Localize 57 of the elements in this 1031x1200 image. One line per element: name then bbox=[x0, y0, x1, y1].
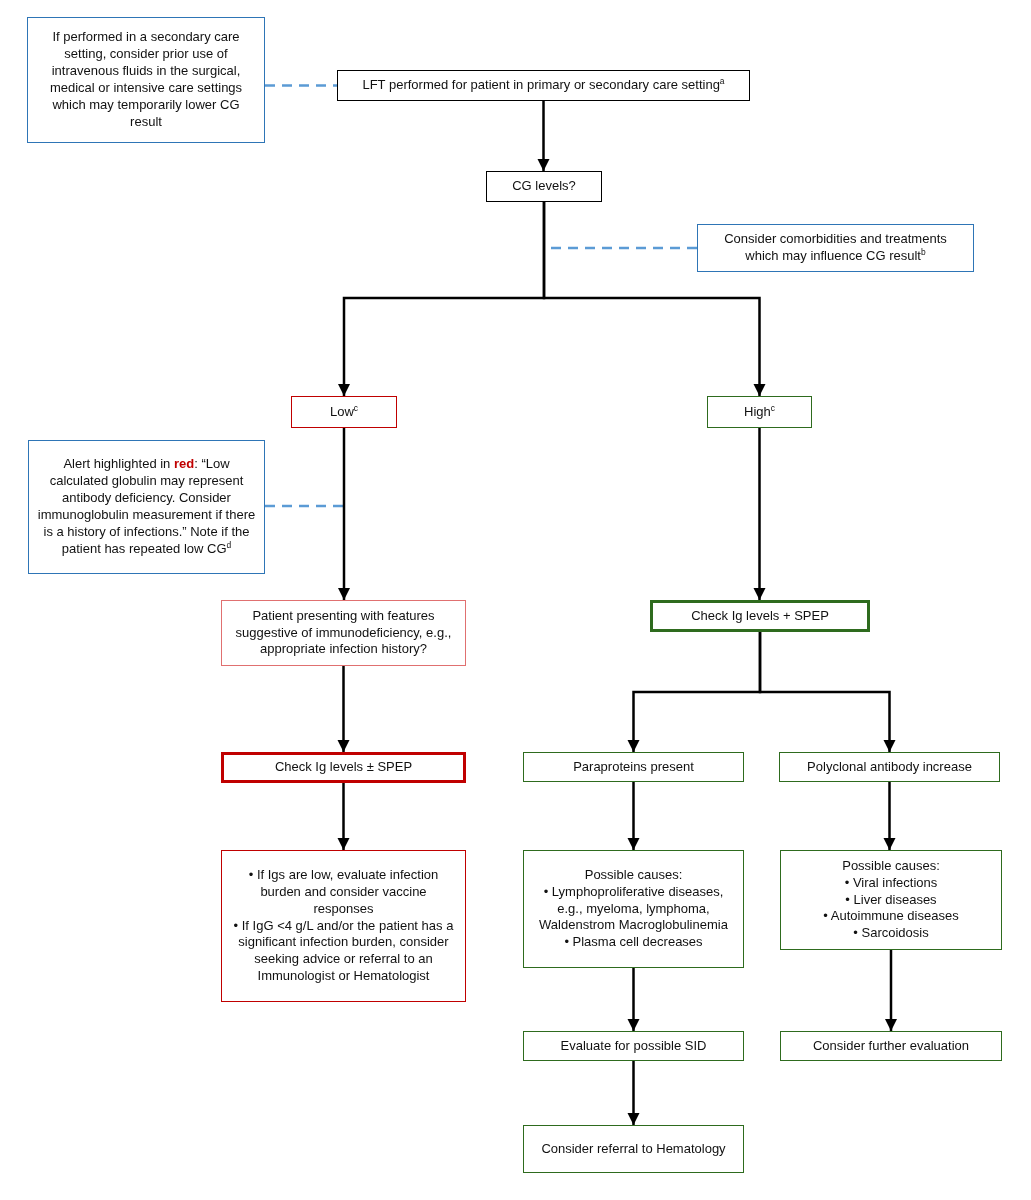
bullet-item: • Liver diseases bbox=[845, 891, 937, 909]
process-box bbox=[27, 17, 265, 143]
node-text: Consider referral to Hematology bbox=[541, 1140, 726, 1158]
process-box bbox=[291, 396, 397, 428]
process-box bbox=[28, 440, 265, 574]
node-text: Consider further evaluation bbox=[812, 1037, 970, 1055]
node-text: LFT performed for patient in primary or secondary care setting$^{a}$ bbox=[362, 77, 725, 94]
arrow bbox=[883, 782, 896, 850]
bullet-item: • If Igs are low, evaluate infection burden and consider vaccine responses bbox=[247, 866, 440, 918]
node-text: Paraproteins present bbox=[573, 758, 694, 776]
node-text: Alert highlighted in red: “Low calculated globulin may represent antibody deficiency. Consider immunoglobulin measurement if there is a history of infections.” Note if the patient has repeated low CG$^{d}$ bbox=[37, 456, 256, 558]
node-text: If performed in a secondary care setting, consider prior use of intravenous fluids in the surgical, medical or intensive care settings which may temporarily lower CG result bbox=[48, 29, 244, 131]
process-box bbox=[523, 1125, 744, 1173]
bullet-item: • Plasma cell decreases bbox=[564, 934, 703, 952]
process-box bbox=[221, 752, 466, 783]
arrow bbox=[627, 782, 640, 850]
arrow bbox=[337, 666, 350, 752]
process-box bbox=[697, 224, 974, 272]
arrow bbox=[627, 968, 640, 1031]
process-box bbox=[337, 70, 750, 101]
node-text: Polyclonal antibody increase bbox=[807, 758, 972, 776]
process-box bbox=[523, 1031, 744, 1061]
bullet-item: • Autoimmune diseases bbox=[823, 908, 959, 926]
node-text: Evaluate for possible SID bbox=[560, 1037, 707, 1055]
arrow bbox=[753, 428, 766, 600]
note-box bbox=[221, 850, 466, 1002]
arrow bbox=[884, 950, 898, 1031]
process-box bbox=[523, 752, 744, 782]
node-text: Consider comorbidities and treatments which may influence CG result$^{b}$ bbox=[723, 231, 948, 265]
node-text: Low$^{c}$ bbox=[329, 403, 359, 421]
note-box bbox=[523, 850, 744, 968]
leader-line bbox=[265, 84, 337, 87]
node-text: Patient presenting with features suggestive of immunodeficiency, e.g., appropriate infection history? bbox=[234, 607, 453, 659]
bullet-item: • Lymphoproliferative diseases, e.g., myeloma, lymphoma, Waldenstrom Macroglobulinemia bbox=[538, 883, 729, 935]
process-box bbox=[486, 171, 602, 202]
list-heading: Possible causes: bbox=[584, 866, 683, 884]
bullet-item: • If IgG <4 g/L and/or the patient has a significant infection burden, consider seeking advice or referral to an Immunologist or Hematologist bbox=[232, 917, 455, 986]
process-box bbox=[780, 1031, 1002, 1061]
process-box bbox=[221, 600, 466, 666]
node-text: Check Ig levels + SPEP bbox=[691, 607, 829, 625]
arrow bbox=[627, 1061, 640, 1125]
leader-line bbox=[265, 504, 344, 508]
arrow bbox=[758, 632, 896, 752]
arrow bbox=[337, 428, 351, 600]
bullet-item: • Viral infections bbox=[844, 874, 938, 892]
note-box bbox=[780, 850, 1002, 950]
process-box bbox=[650, 600, 870, 632]
node-text: CG levels? bbox=[512, 178, 576, 195]
list-heading: Possible causes: bbox=[842, 857, 940, 875]
arrow bbox=[542, 202, 766, 396]
arrow bbox=[337, 783, 350, 850]
node-text: High$^{c}$ bbox=[744, 403, 775, 421]
bullet-item: • Sarcoidosis bbox=[853, 925, 929, 943]
node-text: Check Ig levels ± SPEP bbox=[274, 759, 413, 776]
process-box bbox=[707, 396, 812, 428]
arrow bbox=[537, 101, 550, 171]
process-box bbox=[779, 752, 1000, 782]
